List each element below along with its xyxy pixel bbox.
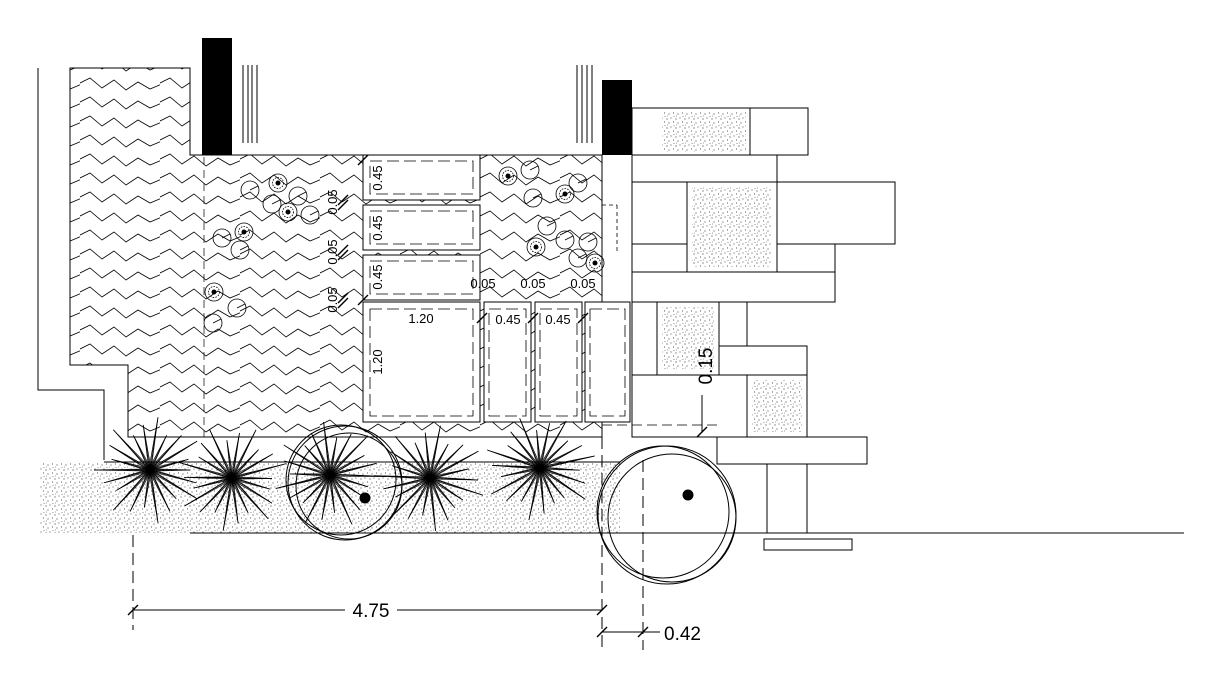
dim-step-height: 0.15 — [696, 348, 717, 385]
tree-left — [285, 424, 403, 541]
dim-gap-4: 0.05 — [470, 276, 495, 291]
dim-square-height: 1.20 — [370, 349, 385, 374]
spiky-plants — [93, 417, 595, 531]
dimension-lines — [127, 154, 708, 650]
tree-right — [596, 445, 737, 585]
spiky-plant — [93, 417, 198, 523]
stepping-stones — [362, 154, 631, 423]
dim-step-3-width: 0.45 — [370, 264, 385, 289]
dim-gap-5: 0.05 — [520, 276, 545, 291]
dim-square-width: 1.20 — [408, 311, 433, 326]
dim-overall-width: 4.75 — [353, 601, 390, 622]
dim-small-1-width: 0.45 — [495, 312, 520, 327]
spiky-plant — [178, 429, 287, 531]
site-boundary — [37, 68, 1184, 534]
dim-gap-1: 0.05 — [325, 189, 340, 214]
post-right — [602, 80, 632, 155]
post-left — [202, 38, 232, 155]
paving-texture — [662, 112, 802, 432]
dim-gap-3: 0.05 — [325, 287, 340, 312]
dim-step-2-width: 0.45 — [370, 215, 385, 240]
spiky-plant — [487, 418, 595, 521]
post-double-lines — [242, 65, 593, 143]
dim-offset: 0.42 — [664, 624, 701, 645]
dim-step-1-width: 0.45 — [370, 165, 385, 190]
spiky-plant — [374, 425, 484, 531]
dim-gap-2: 0.05 — [325, 239, 340, 264]
dim-small-2-width: 0.45 — [545, 312, 570, 327]
spiky-plant — [275, 422, 387, 525]
dim-gap-6: 0.05 — [570, 276, 595, 291]
